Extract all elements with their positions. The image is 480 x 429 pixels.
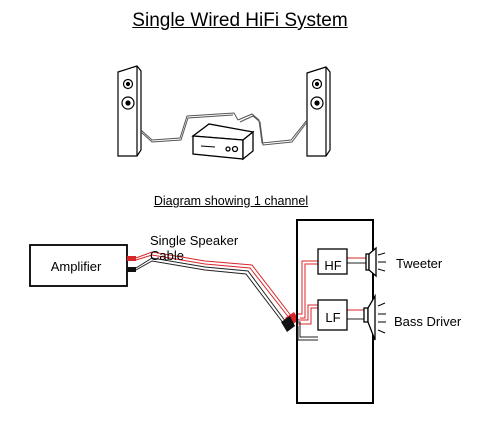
cable-label-line2: Cable xyxy=(150,248,184,263)
tweeter-label: Tweeter xyxy=(396,256,443,271)
lf-crossover-box xyxy=(317,299,348,331)
top-speaker-cables xyxy=(140,112,308,146)
amplifier-label: Amplifier xyxy=(50,259,102,274)
tweeter-sound-lines-icon xyxy=(377,252,386,272)
speaker-terminals xyxy=(281,312,299,332)
tweeter-icon xyxy=(365,246,377,278)
crossover-wiring xyxy=(297,257,366,341)
amp-terminal-red xyxy=(127,256,136,261)
diagram-subtitle: Diagram showing 1 channel xyxy=(153,194,309,208)
amp-terminal-black xyxy=(127,267,136,272)
cable-label-line1: Single Speaker xyxy=(150,233,239,248)
amplifier-box xyxy=(29,244,128,287)
bass-driver-icon xyxy=(363,293,376,341)
bass-driver-label: Bass Driver xyxy=(394,314,462,329)
left-tower-speaker-icon xyxy=(117,65,142,157)
right-tower-speaker-icon xyxy=(306,66,331,157)
diagram-title: Single Wired HiFi System xyxy=(132,10,348,31)
lf-label: LF xyxy=(325,310,341,325)
hf-label: HF xyxy=(324,258,342,273)
speaker-cable xyxy=(135,251,293,325)
hf-crossover-box xyxy=(317,248,348,275)
amplifier-unit-icon xyxy=(191,123,255,161)
bass-sound-lines-icon xyxy=(377,302,386,334)
